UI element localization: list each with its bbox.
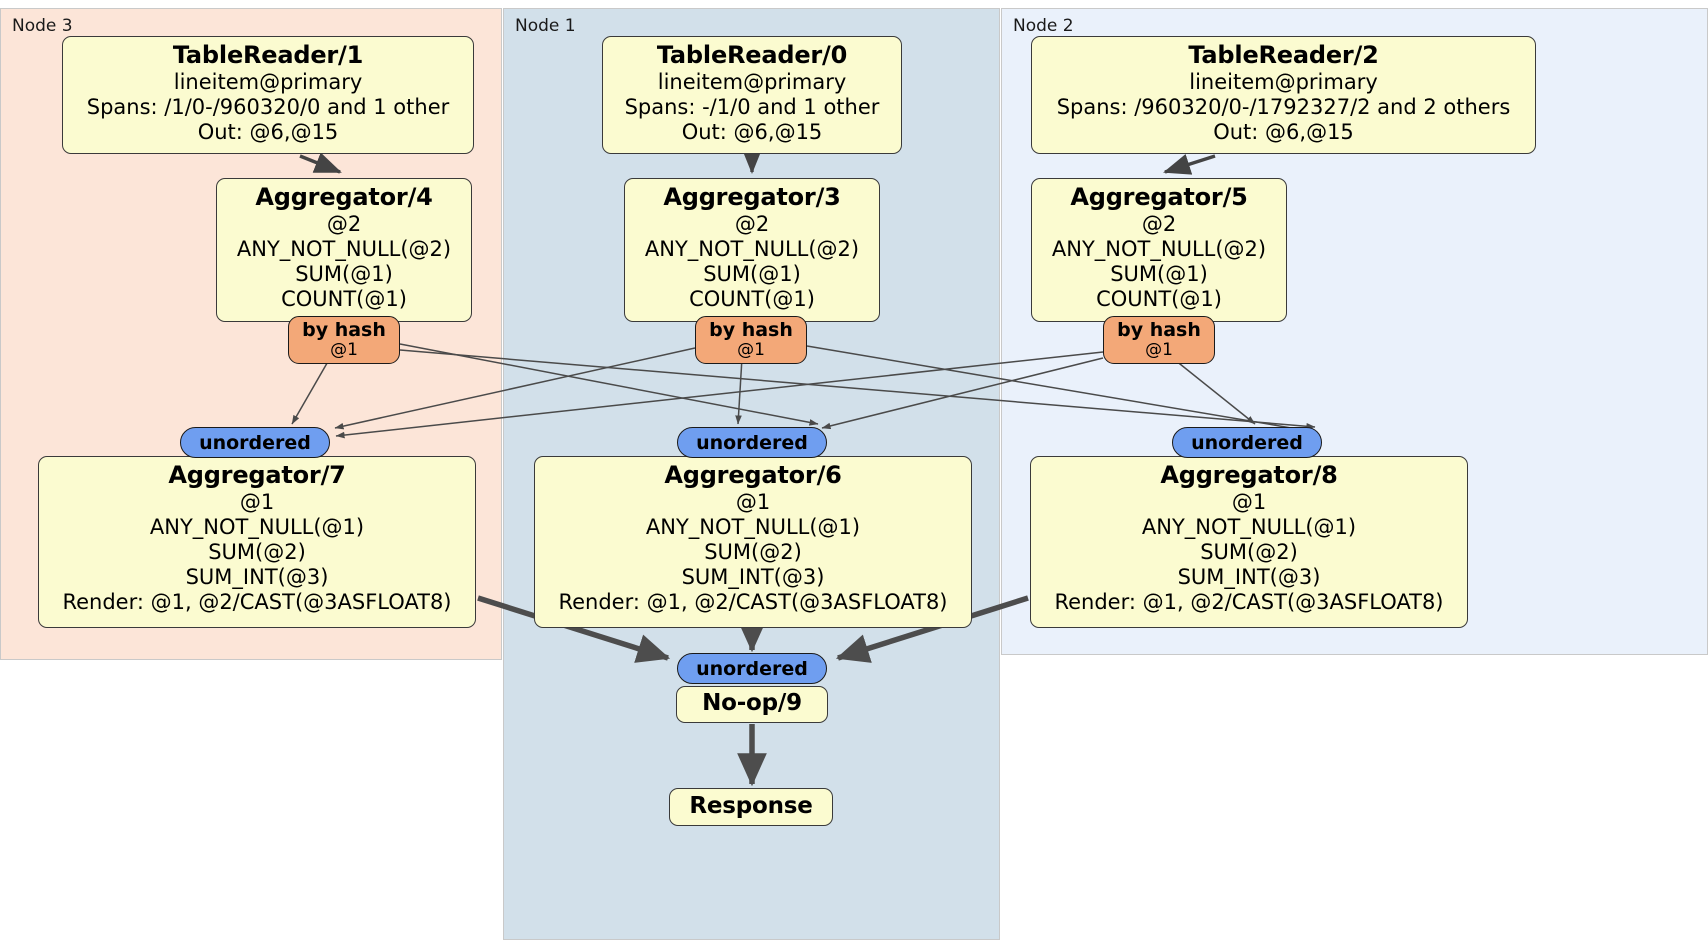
hash-router-label: by hash: [1117, 319, 1201, 341]
processor-line: ANY_NOT_NULL(@2): [236, 236, 452, 261]
processor-line: SUM_INT(@3): [185, 564, 329, 589]
hash-router-label: by hash: [709, 319, 793, 341]
hash-router-column: @1: [330, 340, 358, 361]
synchronizer-label: unordered: [199, 432, 311, 454]
processor-line: Spans: -/1/0 and 1 other: [624, 94, 880, 119]
processor-line: @2: [326, 211, 362, 236]
processor-line: COUNT(@1): [281, 286, 407, 311]
processor-title: TableReader/1: [172, 41, 364, 69]
processor-title: TableReader/0: [656, 41, 848, 69]
processor-line: lineitem@primary: [1189, 69, 1378, 94]
processor-aggregator-7[interactable]: Aggregator/7 @1 ANY_NOT_NULL(@1) SUM(@2)…: [38, 456, 476, 628]
synchronizer-label: unordered: [1191, 432, 1303, 454]
node-panel-label-node1: Node 1: [515, 16, 576, 36]
hash-router-by-hash-5[interactable]: by hash @1: [1103, 316, 1215, 364]
processor-title: Aggregator/4: [255, 183, 433, 211]
hash-router-label: by hash: [302, 319, 386, 341]
processor-line: ANY_NOT_NULL(@2): [1051, 236, 1267, 261]
processor-line: SUM(@2): [208, 539, 306, 564]
processor-line: @2: [734, 211, 770, 236]
processor-line: Out: @6,@15: [1213, 119, 1354, 144]
processor-title: Aggregator/5: [1070, 183, 1248, 211]
processor-title: Aggregator/6: [664, 461, 842, 489]
processor-line: COUNT(@1): [689, 286, 815, 311]
processor-line: SUM(@2): [704, 539, 802, 564]
synchronizer-unordered-7[interactable]: unordered: [180, 427, 330, 458]
processor-line: SUM_INT(@3): [1177, 564, 1321, 589]
synchronizer-unordered-8[interactable]: unordered: [1172, 427, 1322, 458]
processor-title: Response: [689, 793, 813, 819]
processor-aggregator-3[interactable]: Aggregator/3 @2 ANY_NOT_NULL(@2) SUM(@1)…: [624, 178, 880, 322]
hash-router-column: @1: [737, 340, 765, 361]
processor-line: lineitem@primary: [657, 69, 847, 94]
processor-line: Out: @6,@15: [197, 119, 339, 144]
processor-response[interactable]: Response: [669, 788, 833, 826]
synchronizer-label: unordered: [696, 658, 808, 680]
processor-line: SUM_INT(@3): [681, 564, 825, 589]
hash-router-by-hash-4[interactable]: by hash @1: [288, 316, 400, 364]
processor-line: COUNT(@1): [1096, 286, 1222, 311]
processor-title: No-op/9: [702, 690, 802, 716]
processor-title: Aggregator/3: [663, 183, 841, 211]
synchronizer-label: unordered: [696, 432, 808, 454]
processor-tablereader-1[interactable]: TableReader/1 lineitem@primary Spans: /1…: [62, 36, 474, 154]
processor-tablereader-2[interactable]: TableReader/2 lineitem@primary Spans: /9…: [1031, 36, 1536, 154]
processor-aggregator-8[interactable]: Aggregator/8 @1 ANY_NOT_NULL(@1) SUM(@2)…: [1030, 456, 1468, 628]
processor-line: Spans: /960320/0-/1792327/2 and 2 others: [1056, 94, 1511, 119]
node-panel-label-node3: Node 3: [12, 16, 73, 36]
processor-line: SUM(@1): [1110, 261, 1208, 286]
processor-line: @1: [735, 489, 771, 514]
processor-title: TableReader/2: [1188, 41, 1379, 69]
processor-line: SUM(@2): [1200, 539, 1298, 564]
synchronizer-unordered-6[interactable]: unordered: [677, 427, 827, 458]
processor-aggregator-4[interactable]: Aggregator/4 @2 ANY_NOT_NULL(@2) SUM(@1)…: [216, 178, 472, 322]
processor-line: ANY_NOT_NULL(@2): [644, 236, 860, 261]
processor-line: ANY_NOT_NULL(@1): [1141, 514, 1357, 539]
processor-line: SUM(@1): [295, 261, 393, 286]
processor-line: Spans: /1/0-/960320/0 and 1 other: [86, 94, 450, 119]
synchronizer-unordered-9[interactable]: unordered: [677, 653, 827, 684]
processor-line: SUM(@1): [703, 261, 801, 286]
processor-no-op-9[interactable]: No-op/9: [676, 686, 828, 723]
processor-line: @1: [1231, 489, 1267, 514]
processor-line: lineitem@primary: [173, 69, 363, 94]
processor-title: Aggregator/7: [168, 461, 346, 489]
processor-line: ANY_NOT_NULL(@1): [149, 514, 365, 539]
processor-render-line: Render: @1, @2/CAST(@3ASFLOAT8): [558, 589, 948, 614]
hash-router-column: @1: [1145, 340, 1173, 361]
processor-line: ANY_NOT_NULL(@1): [645, 514, 861, 539]
hash-router-by-hash-3[interactable]: by hash @1: [695, 316, 807, 364]
processor-tablereader-0[interactable]: TableReader/0 lineitem@primary Spans: -/…: [602, 36, 902, 154]
processor-render-line: Render: @1, @2/CAST(@3ASFLOAT8): [1054, 589, 1444, 614]
processor-aggregator-5[interactable]: Aggregator/5 @2 ANY_NOT_NULL(@2) SUM(@1)…: [1031, 178, 1287, 322]
processor-title: Aggregator/8: [1160, 461, 1338, 489]
processor-render-line: Render: @1, @2/CAST(@3ASFLOAT8): [62, 589, 452, 614]
processor-aggregator-6[interactable]: Aggregator/6 @1 ANY_NOT_NULL(@1) SUM(@2)…: [534, 456, 972, 628]
processor-line: Out: @6,@15: [681, 119, 823, 144]
processor-line: @1: [239, 489, 275, 514]
node-panel-label-node2: Node 2: [1013, 16, 1074, 36]
processor-line: @2: [1141, 211, 1177, 236]
